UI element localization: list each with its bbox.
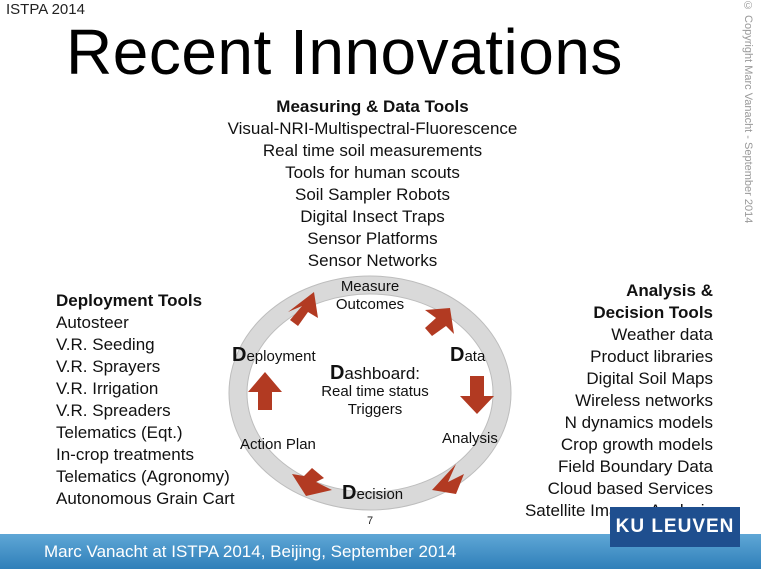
measuring-item: Sensor Platforms (307, 229, 438, 248)
measuring-item: Digital Insect Traps (300, 207, 445, 226)
deployment-item: In-crop treatments (56, 445, 194, 464)
dashboard-line2: Real time status (321, 383, 429, 400)
innovation-cycle-diagram: Measure Outcomes Data Deployment Analysi… (220, 268, 520, 518)
deployment-item: Telematics (Agronomy) (56, 467, 230, 486)
analysis-heading-line1: Analysis & (626, 281, 713, 300)
cycle-label-decision: Decision (342, 482, 404, 504)
deployment-item: Autonomous Grain Cart (56, 489, 235, 508)
deployment-item: V.R. Sprayers (56, 357, 161, 376)
analysis-item: Crop growth models (560, 435, 713, 454)
measuring-item: Visual-NRI-Multispectral-Fluorescence (227, 119, 518, 138)
measuring-item: Soil Sampler Robots (295, 185, 450, 204)
analysis-item: Cloud based Services (547, 479, 713, 498)
decision-initial: D (342, 482, 357, 504)
deployment-tools-block: Deployment Tools Autosteer V.R. Seeding … (56, 290, 235, 510)
dashboard-center: Dashboard: Real time status Triggers (310, 362, 440, 419)
measure-line1: Measure (340, 278, 400, 295)
measure-line2: Outcomes (335, 296, 405, 313)
analysis-item: Wireless networks (575, 391, 713, 410)
cycle-label-data: Data (450, 344, 486, 366)
deployment-heading: Deployment Tools (56, 291, 203, 310)
arrow-to-decision-icon (432, 464, 464, 494)
arrow-to-measure-icon (288, 292, 318, 326)
arrow-to-deployment-icon (248, 372, 282, 410)
dashboard-title: Dashboard: (310, 362, 440, 384)
cycle-ring-outline (228, 275, 512, 511)
ku-leuven-logo: KU LEUVEN (610, 507, 740, 547)
cycle-label-deployment: Deployment (232, 344, 316, 366)
deployment-item: Autosteer (56, 313, 129, 332)
measuring-tools-block: Measuring & Data Tools Visual-NRI-Multis… (200, 96, 545, 272)
deployment-item: V.R. Seeding (56, 335, 155, 354)
data-rest: ata (464, 348, 486, 365)
measuring-heading: Measuring & Data Tools (276, 97, 469, 116)
cycle-label-measure-outcomes: Measure Outcomes (315, 278, 425, 314)
cycle-ring-graphic (228, 275, 512, 511)
cycle-label-analysis: Analysis (442, 430, 498, 447)
analysis-item: Product libraries (590, 347, 713, 366)
cycle-ring-inner-outline (246, 293, 494, 493)
measuring-item: Tools for human scouts (285, 163, 460, 182)
slide-title: Recent Innovations (66, 16, 623, 88)
arrow-to-data-icon (425, 308, 454, 336)
deployment-item: Telematics (Eqt.) (56, 423, 183, 442)
deployment-item: V.R. Spreaders (56, 401, 171, 420)
cycle-arrows (248, 292, 494, 496)
decision-rest: ecision (356, 486, 404, 503)
deployment-item: V.R. Irrigation (56, 379, 159, 398)
copyright-notice: © Copyright Marc Vanacht - September 201… (742, 0, 754, 224)
deployment-initial: D (232, 344, 247, 366)
analysis-item: Field Boundary Data (558, 457, 713, 476)
analysis-tools-block: Analysis & Decision Tools Weather data P… (525, 280, 713, 522)
dashboard-initial: D (329, 362, 345, 384)
analysis-heading-line2: Decision Tools (593, 303, 713, 322)
dashboard-rest: ashboard: (344, 364, 421, 383)
analysis-item: Digital Soil Maps (586, 369, 713, 388)
cycle-label-action-plan: Action Plan (240, 436, 316, 453)
analysis-item: N dynamics models (564, 413, 713, 432)
data-initial: D (450, 344, 465, 366)
dashboard-line3: Triggers (347, 401, 403, 418)
page-number: 7 (367, 515, 374, 527)
arrow-to-analysis-icon (460, 376, 494, 414)
measuring-item: Sensor Networks (307, 251, 438, 270)
footer-text: Marc Vanacht at ISTPA 2014, Beijing, Sep… (44, 542, 457, 561)
arrow-to-action-icon (292, 468, 332, 496)
conference-label: ISTPA 2014 (6, 1, 85, 18)
cycle-ring (229, 276, 511, 510)
measuring-item: Real time soil measurements (262, 141, 483, 160)
deployment-rest: eployment (246, 348, 316, 365)
analysis-item: Weather data (611, 325, 713, 344)
